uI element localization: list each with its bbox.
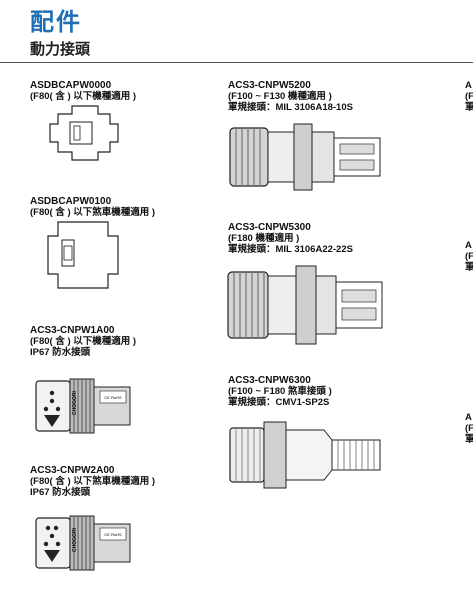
product-code: ACS3-CNPW5200 xyxy=(228,80,311,91)
product-acs3-cnpw1a00: ACS3-CNPW1A00 (F80( 含 ) 以下機種適用 ) IP67 防水… xyxy=(30,325,136,358)
product-code: ASDBCAPW0000 xyxy=(30,80,112,91)
product-desc: 軍規接頭：MIL 3106A18-10S xyxy=(228,102,353,113)
product-code: ASDBCAPW0100 xyxy=(30,196,112,207)
product-acs3-cnpw6300: ACS3-CNPW6300 (F100 ~ F180 煞車接頭 ) 軍規接頭：C… xyxy=(228,375,332,408)
product-code: ACS3-CNPW5300 xyxy=(228,222,311,233)
device-brand: CHOGORI xyxy=(72,391,78,416)
product-code: ACS3-CNPW6300 xyxy=(228,375,311,386)
device-label: CE RoHS xyxy=(104,532,122,537)
product-desc: IP67 防水接頭 xyxy=(30,487,91,498)
product-desc: 軍規接頭：CMV1-SP2S xyxy=(228,397,330,408)
connector-plug-image xyxy=(47,221,119,289)
product-acs3-cnpw2a00: ACS3-CNPW2A00 (F80( 含 ) 以下煞車機種適用 ) IP67 … xyxy=(30,465,155,498)
product-acs3-cnpw5300: ACS3-CNPW5300 (F180 機種適用 ) 軍規接頭：MIL 3106… xyxy=(228,222,353,255)
product-asdbcapw0000: ASDBCAPW0000 (F80( 含 ) 以下機種適用 ) xyxy=(30,80,136,102)
product-desc: IP67 防水接頭 xyxy=(30,347,91,358)
mil-connector-image xyxy=(227,265,383,345)
page-title: 配件 xyxy=(30,9,82,36)
cutoff-entry: A (F 軍 xyxy=(465,412,473,445)
cmv-connector-image xyxy=(229,421,381,489)
product-desc: (F100 ~ F180 煞車接頭 ) xyxy=(228,386,332,397)
product-desc: (F80( 含 ) 以下煞車機種適用 ) xyxy=(30,476,156,487)
product-acs3-cnpw5200: ACS3-CNPW5200 (F100 ~ F130 機種適用 ) 軍規接頭：M… xyxy=(228,80,353,113)
product-desc: 軍規接頭：MIL 3106A22-22S xyxy=(228,244,353,255)
section-title: 動力接頭 xyxy=(30,41,91,58)
mil-connector-image xyxy=(229,123,381,191)
product-asdbcapw0100: ASDBCAPW0100 (F80( 含 ) 以下煞車機種適用 ) xyxy=(30,196,155,218)
product-code: ACS3-CNPW2A00 xyxy=(30,465,115,476)
cutoff-entry: A (F 軍 xyxy=(465,240,473,273)
section-divider xyxy=(0,62,473,63)
product-code: ACS3-CNPW1A00 xyxy=(30,325,115,336)
product-desc: (F80( 含 ) 以下煞車機種適用 ) xyxy=(30,207,156,218)
product-desc: (F180 機種適用 ) xyxy=(228,233,300,244)
device-label: CE RoHS xyxy=(104,395,122,400)
product-desc: (F100 ~ F130 機種適用 ) xyxy=(228,91,332,102)
waterproof-connector-image: CE RoHS CHOGORI xyxy=(35,378,131,434)
cutoff-entry: A (F 軍 xyxy=(465,80,473,113)
device-brand: CHOGORI xyxy=(72,528,78,553)
waterproof-brake-connector-image: CE RoHS CHOGORI xyxy=(35,515,131,571)
connector-plug-image xyxy=(49,105,119,161)
product-desc: (F80( 含 ) 以下機種適用 ) xyxy=(30,336,137,347)
product-desc: (F80( 含 ) 以下機種適用 ) xyxy=(30,91,137,102)
